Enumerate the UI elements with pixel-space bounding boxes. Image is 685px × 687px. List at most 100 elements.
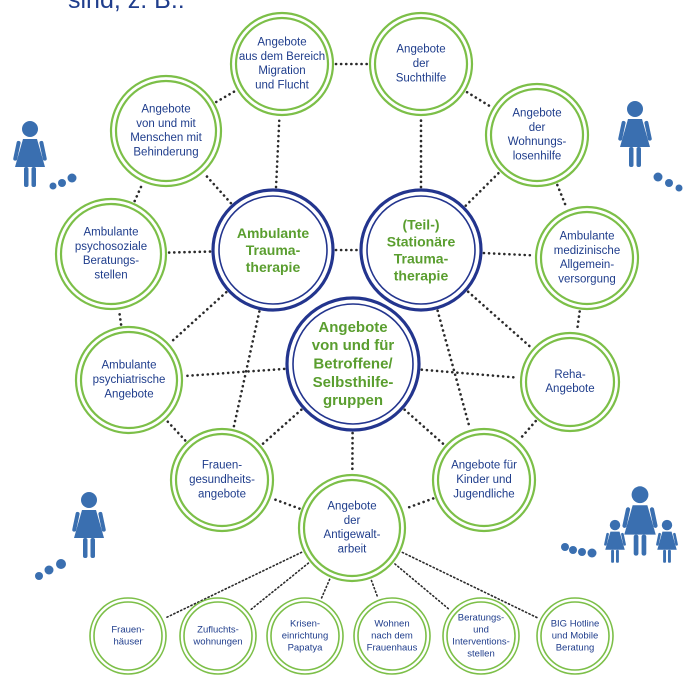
connector-reha-angebote-kinder-jugendliche — [518, 419, 538, 441]
node-label-line: von und für — [312, 337, 395, 354]
node-inner-ring — [218, 195, 328, 305]
dot-trail-right-bottom — [561, 543, 597, 558]
node-label-line: Wohnen — [374, 619, 409, 630]
node-label-line: von und mit — [136, 118, 196, 130]
connector-ambulante-traumatherapie-psychosoziale-beratung — [167, 250, 212, 254]
node-label-line: therapie — [394, 268, 449, 284]
node-label-line: arbeit — [338, 544, 368, 556]
node-label-line: der — [529, 122, 546, 134]
node-label-line: aus dem Bereich — [239, 51, 325, 63]
node-allgemeinversorgung: Ambulante medizinischeAllgemein-versorgun… — [534, 205, 640, 311]
node-label-line: Trauma- — [394, 251, 449, 267]
node-label-line: Frauenhaus — [367, 642, 418, 653]
node-inner-ring — [366, 195, 476, 305]
node-label-line: losenhilfe — [513, 151, 562, 163]
node-label-line: Trauma- — [246, 242, 301, 258]
dot-trail-right-top — [653, 172, 683, 192]
node-label-line: gesundheits- — [189, 474, 255, 486]
node-label-line: Angebote für — [451, 460, 517, 472]
connector-betroffene-selbsthilfe-reha-angebote — [420, 368, 520, 380]
connector-frauengesundheit-psychiatrische-angebote — [165, 419, 187, 442]
node-label-line: Angebote — [318, 319, 387, 336]
node-inner-ring — [373, 16, 469, 112]
people-layer — [13, 101, 683, 580]
node-label-line: Beratungs- — [83, 255, 139, 267]
node-label-line: Suchthilfe — [396, 72, 447, 84]
connector-ambulante-traumatherapie-frauengesundheit — [232, 310, 261, 429]
node-label-line: der — [413, 58, 430, 70]
person-icon-family-child-left — [604, 519, 626, 563]
connector-betroffene-selbsthilfe-psychiatrische-angebote — [183, 367, 286, 378]
connector-stationaere-traumatherapie-allgemeinversorgung — [482, 251, 535, 257]
connector-kinder-jugendliche-antigewaltarbeit — [403, 497, 435, 511]
connector-allgemeinversorgung-reha-angebote — [575, 310, 581, 332]
node-label-line: Allgemein- — [560, 259, 614, 271]
node-label-line: Ambulante — [84, 226, 139, 238]
node-label-line: (Teil-) — [402, 216, 439, 232]
node-inner-ring — [183, 601, 253, 671]
node-label-line: angebote — [198, 488, 246, 500]
connector-wohnungslosenhilfe-allgemeinversorgung — [556, 183, 568, 210]
connector-betroffene-selbsthilfe-kinder-jugendliche — [403, 408, 445, 446]
person-icon-left-bottom — [72, 492, 106, 558]
node-label-line: Angebote — [257, 36, 306, 48]
node-label-line: gruppen — [323, 392, 383, 409]
node-label-line: Kinder und — [456, 474, 512, 486]
node-label-line: Migration — [258, 65, 305, 77]
node-label-line: Ambulante — [560, 230, 615, 242]
node-label-line: wohnungen — [192, 636, 242, 647]
node-label-line: nach dem — [371, 631, 413, 642]
node-label-line: Ambulante — [102, 360, 157, 372]
node-frauengesundheit: Frauen-gesundheits-angebote — [169, 427, 275, 533]
node-label-line: Selbsthilfe- — [313, 374, 394, 391]
node-label-line: Ambulante — [237, 225, 310, 241]
node-label-line: und Flucht — [255, 80, 310, 92]
node-label-line: Behinderung — [133, 147, 198, 159]
node-inner-ring — [93, 601, 163, 671]
node-label-line: häuser — [113, 636, 142, 647]
node-frauenhaeuser: Frauen-häuser — [89, 597, 167, 675]
node-label-line: Wohnungs- — [508, 136, 567, 148]
node-label-line: Antigewalt- — [324, 529, 381, 541]
node-label-line: und — [473, 625, 489, 636]
node-inner-ring — [79, 330, 179, 430]
node-label-line: Interventions- — [452, 636, 510, 647]
node-label-line: BIG Hotline — [551, 619, 600, 630]
node-inner-ring — [59, 202, 163, 306]
node-label-line: Papatya — [288, 642, 324, 653]
page-heading: sind, z. B.: — [68, 0, 185, 14]
node-label-line: medizinische — [554, 245, 620, 257]
node-label-line: stellen — [94, 270, 127, 282]
node-inner-ring — [357, 601, 427, 671]
node-inner-ring — [174, 432, 270, 528]
connector-behinderung-migration-flucht — [214, 89, 237, 104]
node-label-line: versorgung — [558, 274, 616, 286]
node-label-line: psychiatrische — [93, 374, 166, 386]
node-inner-ring — [114, 79, 218, 183]
person-icon-left-top — [13, 121, 47, 187]
node-label-line: einrichtung — [282, 631, 328, 642]
node-label-line: und Mobile — [552, 631, 598, 642]
node-label-line: Krisen- — [290, 619, 320, 630]
dot-trail-left-bottom — [35, 559, 66, 580]
connector-antigewaltarbeit-frauenhaeuser — [164, 551, 303, 619]
node-label-line: Angebote — [512, 107, 561, 119]
node-inner-ring — [436, 432, 532, 528]
node-label-line: Jugendliche — [453, 488, 514, 500]
node-zufluchtswohnungen: Zufluchts-wohnungen — [179, 597, 257, 675]
connector-antigewaltarbeit-zufluchtswohnungen — [249, 562, 310, 612]
connector-ambulante-traumatherapie-behinderung — [203, 172, 233, 205]
connector-stationaere-traumatherapie-reha-angebote — [466, 290, 533, 349]
connector-betroffene-selbsthilfe-frauengesundheit — [261, 408, 303, 446]
